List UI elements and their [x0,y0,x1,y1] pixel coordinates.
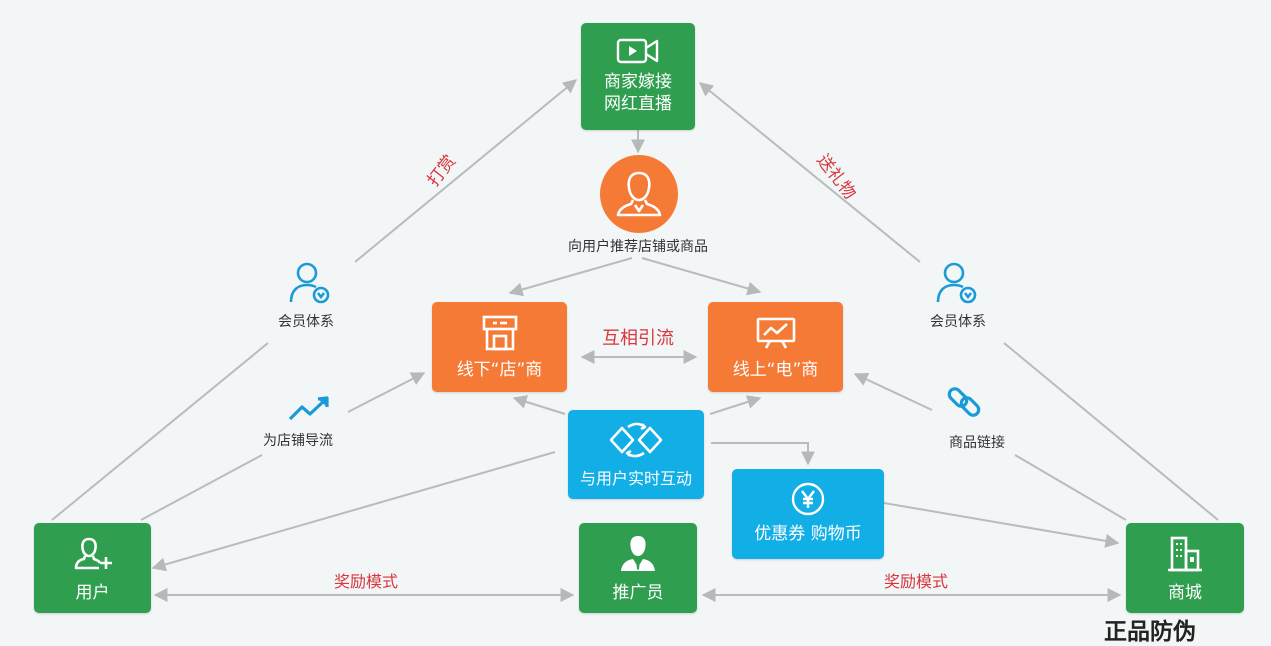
edge-guide-to-offline [347,372,426,413]
promoter-person-icon [579,533,697,573]
edge-user-to-member-left [51,342,269,521]
building-icon [1126,535,1244,573]
user-add-icon [34,535,151,571]
storefront-icon [432,314,567,352]
yen-coin-icon [732,481,884,517]
node-user-label: 用户 [75,583,110,603]
node-offline-store-label: 线下“店”商 [456,360,543,380]
mutual-traffic-label: 互相引流 [602,328,674,349]
video-camera-icon [581,37,695,65]
node-live-streaming-label: 商家嫁接 网红直播 [604,72,672,114]
chain-link-icon [944,382,984,426]
reward-right-label: 奖励模式 [883,572,949,591]
trend-up-icon [288,396,332,426]
node-online-store-label: 线上“电”商 [732,360,819,380]
node-promoter-label: 推广员 [612,583,664,603]
member-left-label: 会员体系 [278,314,334,330]
edge-mall-to-link [1014,454,1127,521]
node-coupon[interactable]: 优惠券 购物币 [732,469,884,559]
node-mall[interactable]: 商城 [1126,523,1244,613]
node-realtime-interaction[interactable]: 与用户实时互动 [568,410,704,499]
influencer-avatar [600,155,678,233]
sync-diamond-icon [568,422,704,458]
edge-user-to-live [354,79,578,263]
edge-link-to-online [853,372,933,411]
edge-recommend-to-offline [508,257,633,297]
node-online-store[interactable]: 线上“电”商 [708,302,843,392]
node-user[interactable]: 用户 [34,523,151,613]
product-link-label: 商品链接 [949,435,1005,451]
member-right-label: 会员体系 [930,314,986,330]
edge-recommend-to-online [641,257,762,296]
reward-left-label: 奖励模式 [333,572,399,591]
person-avatar-icon [616,171,662,217]
node-mall-label: 商城 [1168,583,1202,603]
watermark-text: 正品防伪 [1104,618,1196,645]
node-offline-store[interactable]: 线下“店”商 [432,302,567,392]
edge-mall-to-member-right [1003,342,1219,521]
node-realtime-interaction-label: 与用户实时互动 [579,469,692,488]
guide-traffic-label: 为店铺导流 [263,433,333,449]
edge-realtime-to-online [709,395,762,415]
presentation-chart-icon [708,316,843,350]
recommend-label: 向用户推荐店铺或商品 [568,239,708,255]
node-coupon-label: 优惠券 购物币 [754,524,862,544]
edge-realtime-to-user [151,451,556,572]
edge-user-to-guide [140,454,263,521]
member-user-icon [287,260,331,310]
node-live-streaming[interactable]: 商家嫁接 网红直播 [581,23,695,130]
member-user-icon [934,260,978,310]
node-promoter[interactable]: 推广员 [579,523,697,613]
edge-coupon-to-mall [883,502,1120,548]
edge-mall-to-live [698,82,921,263]
edge-realtime-to-coupon [711,442,815,466]
edge-realtime-to-offline [512,395,566,415]
